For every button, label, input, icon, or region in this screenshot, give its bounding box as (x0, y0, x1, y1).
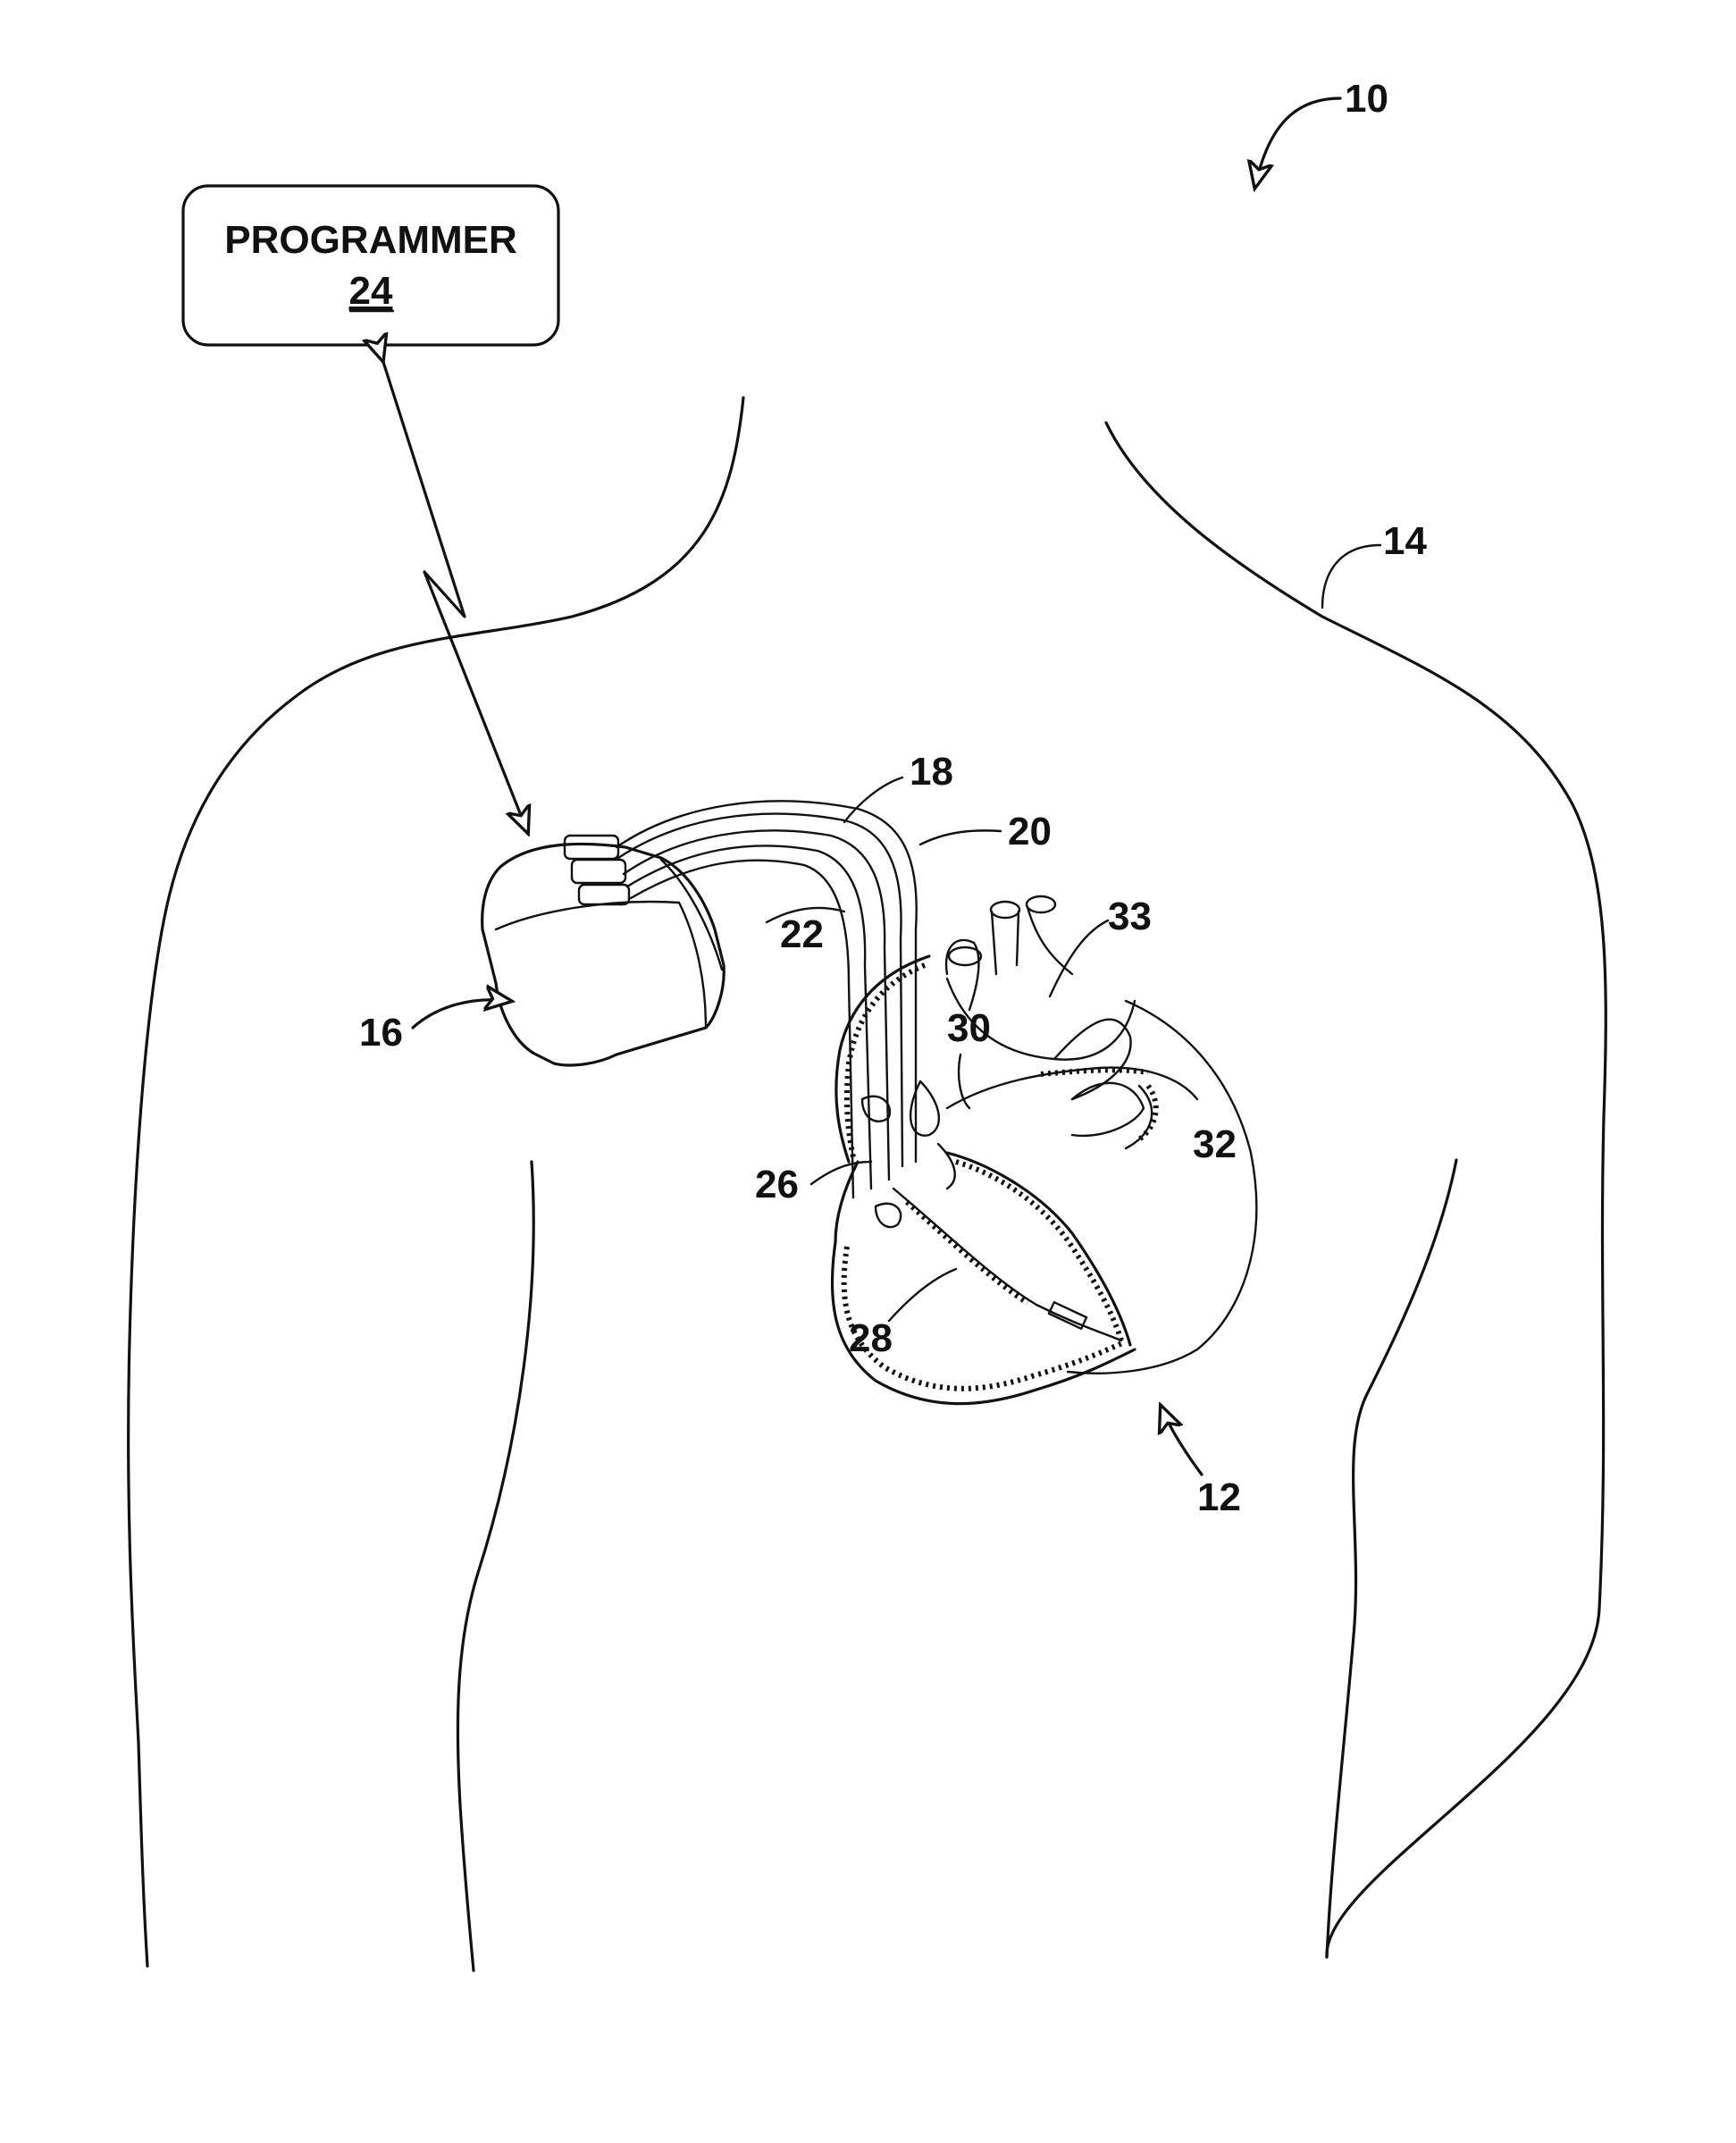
implantable-device (482, 836, 725, 1065)
body-outline (129, 398, 1606, 1971)
label-22: 22 (780, 912, 824, 956)
label-32: 32 (1193, 1122, 1237, 1166)
label-33: 33 (1108, 895, 1152, 938)
programmer-number: 24 (349, 269, 393, 313)
label-10: 10 (1345, 77, 1388, 121)
label-16: 16 (359, 1011, 403, 1055)
label-30: 30 (947, 1006, 991, 1050)
label-26: 26 (755, 1163, 799, 1206)
label-18: 18 (910, 750, 953, 794)
label-14: 14 (1383, 519, 1427, 563)
programmer-title: PROGRAMMER (224, 218, 517, 262)
programmer-box: PROGRAMMER 24 (183, 186, 558, 345)
telemetry-link (382, 359, 527, 831)
label-12: 12 (1197, 1475, 1241, 1519)
label-28: 28 (849, 1316, 893, 1360)
reference-labels: 10 14 16 18 20 22 33 30 32 26 28 12 (359, 77, 1427, 1519)
label-20: 20 (1008, 810, 1052, 853)
